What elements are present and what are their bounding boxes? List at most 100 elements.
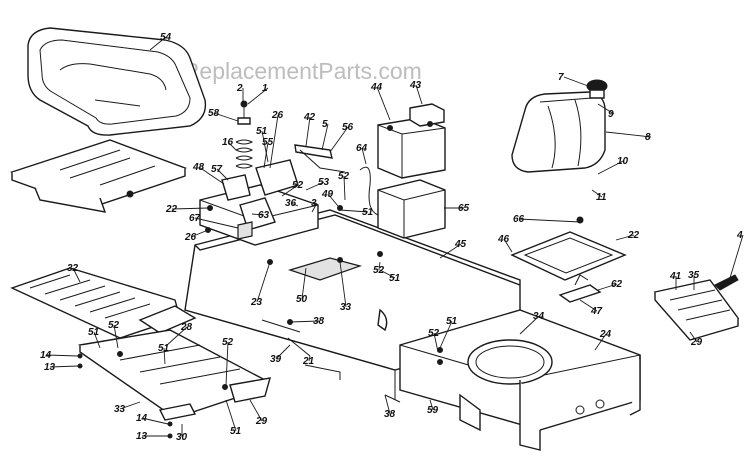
leader-line — [594, 333, 607, 351]
leader-line — [579, 299, 598, 312]
leader-line — [384, 394, 391, 415]
leader-line — [615, 234, 635, 241]
part-callout: 22 — [627, 230, 640, 241]
leader-line — [339, 209, 369, 213]
leader-line — [361, 147, 367, 165]
part-callout: 62 — [611, 279, 623, 290]
part-callout: 52 — [292, 180, 304, 191]
seat — [27, 27, 207, 136]
foot-plate — [10, 267, 197, 339]
part-callout: 28 — [180, 322, 193, 333]
part-callout: 56 — [342, 122, 354, 133]
leader-line — [433, 332, 439, 353]
part-callout: 13 — [44, 362, 56, 373]
leader-line — [305, 181, 325, 191]
leader-line — [113, 324, 119, 349]
leader-line — [171, 207, 209, 210]
leader-line — [198, 166, 225, 185]
part-callout: 41 — [669, 271, 682, 282]
cable — [359, 166, 379, 216]
part-callout: 51 — [446, 316, 458, 327]
leader-line — [339, 261, 347, 308]
leader-line — [439, 243, 462, 259]
leader-line — [321, 123, 329, 151]
leader-line — [249, 399, 263, 422]
leader-line — [216, 168, 229, 181]
part-callout: 24 — [599, 329, 612, 340]
leader-line — [308, 355, 311, 362]
part-callout: 52 — [428, 328, 440, 339]
part-callout: 16 — [222, 137, 234, 148]
part-callout: 22 — [165, 204, 178, 215]
part-callout: 5 — [322, 119, 328, 130]
battery-tray — [377, 179, 446, 239]
leader-line — [261, 130, 269, 163]
leader-line — [563, 76, 589, 87]
part-callout: 10 — [617, 156, 629, 167]
part-callout: 21 — [302, 356, 315, 367]
part-callout: 35 — [688, 270, 700, 281]
seat-spring — [235, 100, 254, 169]
part-callout: 48 — [192, 162, 205, 173]
leader-line — [269, 114, 279, 169]
part-callout: 1 — [262, 83, 268, 94]
part-callout: 38 — [384, 409, 396, 420]
leader-line — [247, 87, 269, 105]
leader-line — [275, 344, 291, 360]
leader-line — [290, 202, 299, 207]
part-callout: 38 — [313, 316, 325, 327]
leader-line — [689, 331, 698, 343]
leader-line — [119, 401, 141, 410]
leader-line — [190, 229, 209, 238]
right-footrest — [653, 274, 740, 341]
fuel-tank — [511, 79, 608, 173]
leader-line — [376, 86, 391, 121]
part-callout: 34 — [533, 311, 545, 322]
part-callout: 63 — [258, 210, 270, 221]
leader-line — [225, 399, 237, 432]
part-callout: 50 — [296, 294, 308, 305]
leader-line — [225, 341, 229, 386]
leader-line — [305, 116, 311, 147]
part-callout: 51 — [256, 126, 268, 137]
part-callout: 52 — [338, 171, 350, 182]
leader-line — [597, 283, 618, 291]
part-callout: 52 — [373, 265, 385, 276]
part-callout: 64 — [356, 143, 368, 154]
part-callout: 11 — [596, 192, 607, 203]
leader-line — [311, 202, 318, 213]
part-callout: 4 — [736, 230, 743, 241]
part-callout: 46 — [497, 234, 510, 245]
part-callout: 32 — [67, 263, 79, 274]
leader-line — [327, 193, 339, 207]
part-callout: 29 — [690, 337, 703, 348]
part-callout: 3 — [311, 198, 317, 209]
leader-line — [251, 213, 265, 216]
part-callout: 33 — [114, 404, 126, 415]
left-footrest — [78, 329, 271, 421]
leader-lines — [45, 36, 744, 437]
leader-line — [194, 217, 239, 229]
leader-line — [503, 238, 513, 253]
battery — [377, 103, 446, 179]
part-callout: 65 — [458, 203, 470, 214]
part-callout: 59 — [427, 405, 439, 416]
leader-line — [163, 347, 166, 365]
leader-line — [149, 36, 167, 51]
part-callout: 26 — [184, 232, 197, 243]
part-callout: 13 — [136, 431, 148, 442]
leader-line — [256, 261, 271, 303]
part-callout: 43 — [409, 80, 422, 91]
hardware-fasteners — [77, 205, 443, 439]
leader-line — [415, 84, 423, 105]
part-callout: 30 — [176, 432, 188, 443]
watermark: eReplacementParts.com — [170, 58, 422, 84]
part-callout: 42 — [303, 112, 316, 123]
part-callout: 2 — [236, 83, 243, 94]
leader-line — [518, 218, 581, 223]
part-callout: 51 — [230, 426, 242, 437]
part-callout: 39 — [270, 354, 282, 365]
